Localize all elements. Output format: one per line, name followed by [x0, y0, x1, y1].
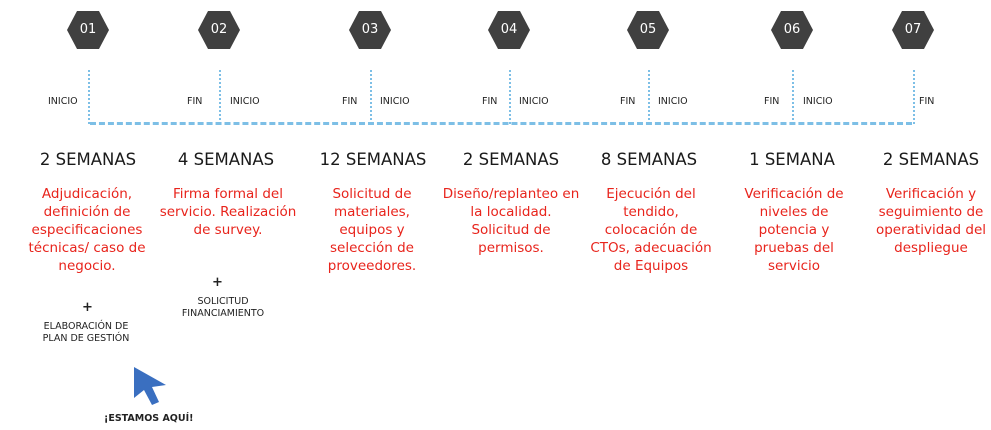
step-number: 07 — [904, 22, 922, 37]
description-07: Verificación y seguimiento de operativid… — [875, 186, 987, 256]
duration-02: 4 SEMANAS — [177, 150, 275, 169]
label-inicio-02: INICIO — [230, 96, 260, 107]
label-fin-06: FIN — [764, 96, 780, 107]
label-inicio-05: INICIO — [658, 96, 688, 107]
note-financiamiento: SOLICITUD FINANCIAMIENTO — [168, 296, 278, 320]
label-fin-05: FIN — [620, 96, 636, 107]
hexagon-icon — [488, 11, 530, 49]
description-01: Adjudicación, definición de especificaci… — [28, 186, 146, 274]
label-inicio-06: INICIO — [803, 96, 833, 107]
label-inicio-04: INICIO — [519, 96, 549, 107]
description-02: Firma formal del servicio. Realización d… — [159, 186, 297, 238]
note-plan-gestion: ELABORACIÓN DE PLAN DE GESTIÓN — [22, 321, 150, 345]
duration-07: 2 SEMANAS — [882, 150, 980, 169]
step-badge-06: 06 — [770, 10, 814, 50]
step-number: 04 — [500, 22, 518, 37]
label-fin-02: FIN — [187, 96, 203, 107]
note-line: ELABORACIÓN DE — [43, 321, 129, 332]
step-number: 01 — [79, 22, 97, 37]
connector-line-02 — [219, 70, 221, 124]
description-05: Ejecución del tendido, colocación de CTO… — [590, 186, 712, 274]
connector-line-06 — [792, 70, 794, 124]
step-badge-01: 01 — [66, 10, 110, 50]
step-badge-02: 02 — [197, 10, 241, 50]
connector-line-07 — [913, 70, 915, 124]
hexagon-icon — [67, 11, 109, 49]
duration-03: 12 SEMANAS — [319, 150, 427, 169]
hexagon-icon — [349, 11, 391, 49]
note-line: SOLICITUD — [197, 296, 249, 307]
plus-sign-01: + — [82, 300, 93, 315]
duration-06: 1 SEMANA — [749, 150, 835, 169]
connector-line-04 — [509, 70, 511, 124]
hexagon-icon — [771, 11, 813, 49]
hexagon-icon — [198, 11, 240, 49]
duration-05: 8 SEMANAS — [600, 150, 698, 169]
timeline-line — [90, 122, 912, 125]
description-03: Solicitud de materiales, equipos y selec… — [327, 186, 417, 274]
step-badge-05: 05 — [626, 10, 670, 50]
step-number: 06 — [783, 22, 801, 37]
duration-01: 2 SEMANAS — [39, 150, 137, 169]
plus-sign-02: + — [212, 275, 223, 290]
hexagon-icon — [892, 11, 934, 49]
note-line: PLAN DE GESTIÓN — [42, 333, 130, 344]
step-number: 03 — [361, 22, 379, 37]
note-line: FINANCIAMIENTO — [181, 308, 265, 319]
step-number: 02 — [210, 22, 228, 37]
label-inicio-01: INICIO — [48, 96, 78, 107]
connector-line-03 — [370, 70, 372, 124]
cursor-arrow-icon — [130, 365, 170, 409]
step-badge-04: 04 — [487, 10, 531, 50]
description-04: Diseño/replanteo en la localidad. Solici… — [442, 186, 580, 256]
label-fin-03: FIN — [342, 96, 358, 107]
step-number: 05 — [639, 22, 657, 37]
estamos-aqui-label: ¡ESTAMOS AQUÍ! — [104, 413, 194, 424]
description-06: Verificación de niveles de potencia y pr… — [744, 186, 844, 274]
label-fin-07: FIN — [919, 96, 935, 107]
duration-04: 2 SEMANAS — [462, 150, 560, 169]
connector-line-01 — [88, 70, 90, 124]
hexagon-icon — [627, 11, 669, 49]
step-badge-03: 03 — [348, 10, 392, 50]
label-fin-04: FIN — [482, 96, 498, 107]
connector-line-05 — [648, 70, 650, 124]
step-badge-07: 07 — [891, 10, 935, 50]
label-inicio-03: INICIO — [380, 96, 410, 107]
